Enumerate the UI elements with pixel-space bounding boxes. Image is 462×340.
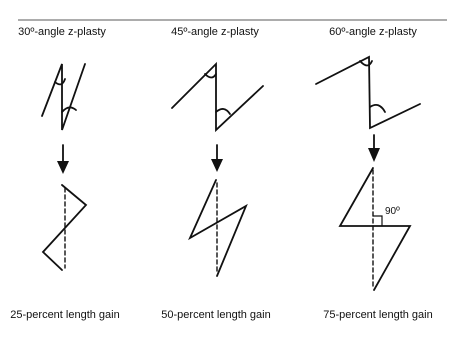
panel-30-degree xyxy=(41,63,88,271)
angle-arc-30-degree-bottom xyxy=(61,106,77,113)
angle-arc-30-degree-top xyxy=(54,78,66,86)
angle-arc-60-degree-bottom xyxy=(369,103,386,113)
z-incision-30-degree xyxy=(41,63,86,131)
z-incision-60-degree xyxy=(315,55,421,130)
caption-30-degree: 25-percent length gain xyxy=(10,309,120,321)
title-45-degree: 45º-angle z-plasty xyxy=(171,26,259,38)
right-angle-label: 90º xyxy=(385,206,400,217)
angle-arc-60-degree-top xyxy=(359,60,373,67)
title-60-degree: 60º-angle z-plasty xyxy=(329,26,417,38)
right-angle-marker xyxy=(372,215,383,227)
transposed-flaps-45-degree xyxy=(188,179,248,277)
z-incision-45-degree xyxy=(171,61,264,133)
arrow-head-30-degree xyxy=(57,161,69,174)
panel-45-degree xyxy=(171,61,264,277)
transposed-flaps-30-degree xyxy=(41,184,88,271)
arrow-head-45-degree xyxy=(211,159,223,172)
arrow-head-60-degree xyxy=(368,148,380,162)
angle-arc-45-degree-top xyxy=(204,73,217,79)
caption-45-degree: 50-percent length gain xyxy=(161,309,271,321)
angle-arc-45-degree-bottom xyxy=(215,108,231,115)
panel-60-degree xyxy=(315,55,421,291)
title-30-degree: 30º-angle z-plasty xyxy=(18,26,106,38)
caption-60-degree: 75-percent length gain xyxy=(323,309,433,321)
transposed-flaps-60-degree xyxy=(338,167,412,291)
